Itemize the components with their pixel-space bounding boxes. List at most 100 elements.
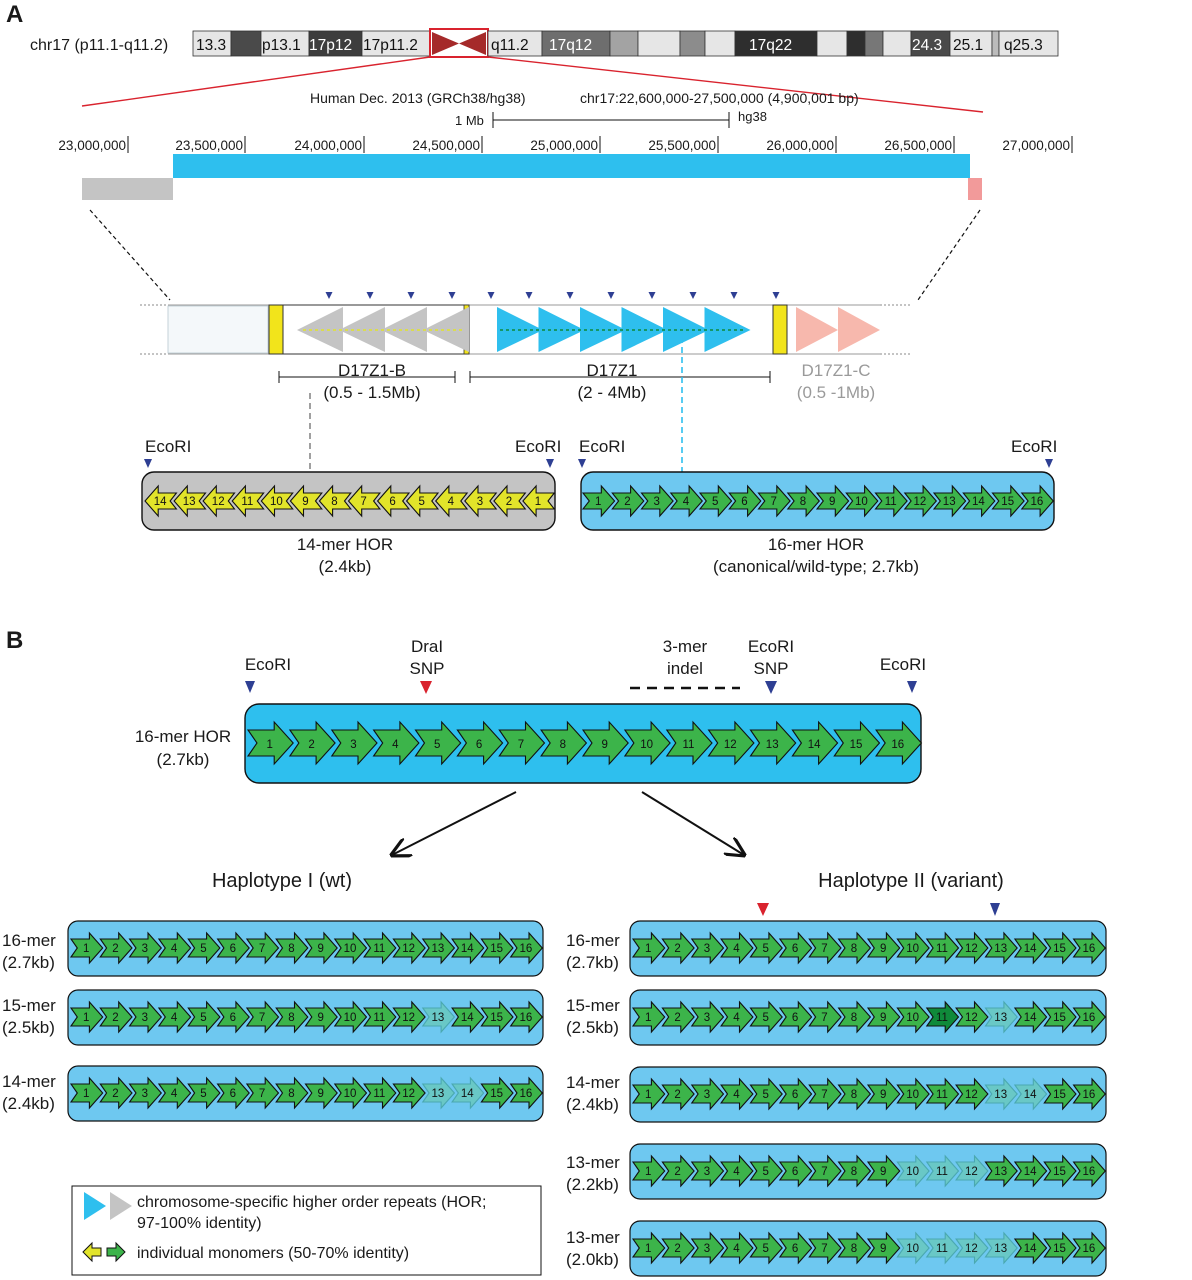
- monomer-arrow: [1013, 1154, 1048, 1188]
- monomer-number: 3: [142, 1088, 148, 1100]
- monomer-number: 10: [344, 1088, 357, 1100]
- monomer-number: 4: [733, 943, 740, 955]
- monomer-number: 9: [880, 1166, 886, 1178]
- monomer-number: 11: [373, 1088, 385, 1100]
- monomer-arrow: [128, 931, 163, 965]
- monomer-number: 15: [490, 943, 503, 955]
- monomer-number: 2: [112, 943, 118, 955]
- band-label: 17q12: [549, 37, 592, 54]
- monomer-arrow: [728, 484, 762, 518]
- ruler: [127, 136, 1073, 153]
- monomer-arrow: [698, 484, 733, 518]
- monomer-arrow: [962, 484, 996, 518]
- monomer-arrow: [451, 1000, 485, 1034]
- hor-triangle-grey: [381, 307, 427, 352]
- monomer-arrow: [245, 1076, 280, 1110]
- monomer-number: 4: [733, 1166, 740, 1178]
- ecori-site-marker: [648, 292, 656, 299]
- monomer-number: 1: [595, 496, 601, 508]
- monomer-arrow: [245, 1000, 280, 1034]
- legend-monomer-green-icon: [106, 1241, 126, 1263]
- monomer-number: 13: [183, 496, 196, 508]
- monomer-number: 7: [259, 1012, 265, 1024]
- monomer-number: 5: [712, 496, 718, 508]
- ruler-tick-label: 23,500,000: [175, 138, 243, 153]
- monomer-arrow: [421, 1000, 456, 1034]
- legend: chromosome-specific higher order repeats…: [71, 1185, 542, 1276]
- ecori-site-marker: [487, 292, 495, 299]
- monomer-number: 2: [624, 496, 630, 508]
- monomer-number: 14: [972, 496, 985, 508]
- monomer-arrow: [1013, 1231, 1048, 1265]
- monomer-number: 14: [461, 1088, 474, 1100]
- ecori-label: EcoRI: [1011, 437, 1057, 456]
- yellow-block: [268, 304, 284, 355]
- monomer-arrow: [363, 1076, 397, 1110]
- monomer-number: 2: [506, 496, 512, 508]
- monomer-arrow: [925, 931, 960, 965]
- monomer-number: 5: [418, 496, 424, 508]
- ecori-marker: [245, 681, 255, 693]
- monomer-arrow: [1013, 1077, 1048, 1111]
- monomer-number: 1: [266, 739, 272, 751]
- monomer-number: 12: [402, 1088, 415, 1100]
- indel-label: indel: [667, 659, 703, 678]
- monomer-number: 14: [154, 496, 167, 508]
- monomer-arrow: [778, 1077, 813, 1111]
- monomer-arrow: [955, 1154, 989, 1188]
- hap2-row-size: (2.2kb): [566, 1175, 619, 1194]
- monomer-arrow: [837, 1000, 872, 1034]
- legend-monomer-text: individual monomers (50-70% identity): [137, 1245, 409, 1262]
- monomer-arrow: [611, 484, 645, 518]
- monomer-number: 6: [792, 1089, 798, 1101]
- monomer-number: 3: [653, 496, 659, 508]
- monomer-arrow: [347, 484, 382, 518]
- monomer-arrow: [808, 931, 842, 965]
- monomer-arrow: [1072, 1231, 1107, 1265]
- monomer-arrow: [720, 1000, 754, 1034]
- monomer-number: 10: [906, 1243, 919, 1255]
- monomer-number: 3: [704, 1012, 710, 1024]
- monomer-arrow: [808, 1077, 842, 1111]
- monomer-arrow: [896, 1077, 930, 1111]
- monomer-number: 16: [520, 1012, 533, 1024]
- monomer-number: 14: [1024, 1012, 1037, 1024]
- monomer-arrow: [749, 720, 797, 766]
- monomer-arrow: [845, 484, 879, 518]
- monomer-arrow: [896, 1000, 930, 1034]
- monomer-number: 12: [212, 496, 225, 508]
- monomer-number: 6: [476, 739, 482, 751]
- monomer-number: 4: [448, 496, 455, 508]
- monomer-number: 1: [535, 496, 541, 508]
- monomer-number: 7: [259, 1088, 265, 1100]
- monomer-number: 10: [906, 1012, 919, 1024]
- monomer-number: 9: [601, 739, 607, 751]
- monomer-arrow: [720, 1231, 754, 1265]
- hap2-row-size: (2.7kb): [566, 953, 619, 972]
- hor-triangle-pink: [796, 307, 838, 352]
- monomer-arrow: [289, 484, 323, 518]
- monomer-number: 1: [645, 1089, 651, 1101]
- monomer-arrow: [1043, 1077, 1077, 1111]
- monomer-arrow: [955, 1077, 989, 1111]
- monomer-number: 6: [230, 943, 236, 955]
- monomer-arrow: [187, 931, 221, 965]
- ecori-site-marker: [366, 292, 374, 299]
- monomer-arrow: [866, 1000, 901, 1034]
- monomer-number: 14: [461, 943, 474, 955]
- monomer-arrow: [216, 931, 250, 965]
- ecori-label: EcoRI: [579, 437, 625, 456]
- monomer-arrow: [330, 720, 378, 766]
- scale-bar: [492, 112, 730, 128]
- monomer-arrow: [1020, 484, 1055, 518]
- monomer-number: 6: [230, 1012, 236, 1024]
- monomer-number: 11: [936, 1166, 948, 1178]
- monomer-arrow: [493, 484, 527, 518]
- monomer-number: 1: [83, 943, 89, 955]
- monomer-arrow: [216, 1000, 250, 1034]
- zoom-line-right: [487, 56, 984, 113]
- monomer-arrow: [749, 1077, 783, 1111]
- monomer-arrow: [833, 720, 881, 766]
- monomer-arrow: [631, 1077, 666, 1111]
- monomer-arrow: [414, 720, 462, 766]
